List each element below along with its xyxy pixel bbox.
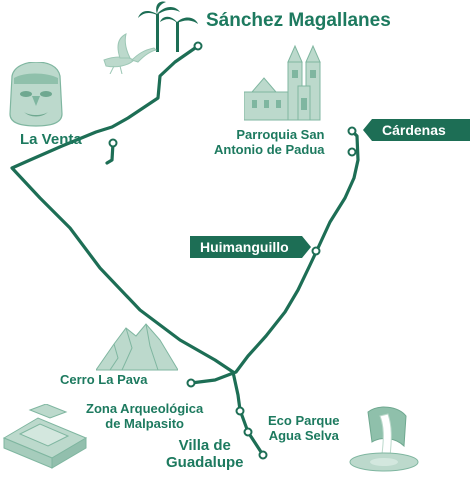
place-label-la-venta: La Venta [20,131,82,148]
label-line: de Malpasito [105,415,184,431]
palm-trees-icon [138,1,198,52]
route-east [189,129,360,385]
stop-marker [108,138,118,148]
place-label-parroquia: Parroquia San Antonio de Padua [214,127,325,157]
place-label-villa-guadalupe: Villa de Guadalupe [166,437,244,472]
stop-marker [193,41,203,51]
olmec-head-icon [9,62,63,127]
city-flag-huimanguillo: Huimanguillo [190,236,311,258]
label-line: Villa de [178,437,231,454]
label-line: Zona Arqueológica [86,401,204,416]
stop-marker [347,147,357,157]
label-line: Antonio de Padua [214,141,325,157]
stop-marker [258,450,268,460]
label-line: Agua Selva [268,427,339,443]
stop-marker [243,427,253,437]
stop-marker [311,246,321,256]
place-label-zona-arqueologica: Zona Arqueológica de Malpasito [86,401,204,431]
stop-marker [347,126,357,136]
stop-marker [235,406,245,416]
place-label-cerro-la-pava: Cerro La Pava [60,372,148,387]
route-la-venta-spur [105,141,115,165]
city-flag-cardenas: Cárdenas [363,119,470,141]
church-icon [244,44,321,121]
mountain-icon [96,323,178,371]
label-line: Guadalupe [166,453,244,471]
heron-icon [103,33,157,74]
label-line: Parroquia San [236,127,325,142]
stop-marker [186,378,196,388]
pyramid-icon [2,404,88,469]
place-label-sanchez-magallanes: Sánchez Magallanes [206,10,391,31]
route-west [10,44,265,457]
waterfall-icon [349,406,419,472]
place-label-eco-parque: Eco Parque Agua Selva [268,413,340,443]
label-line: Eco Parque [268,413,340,428]
